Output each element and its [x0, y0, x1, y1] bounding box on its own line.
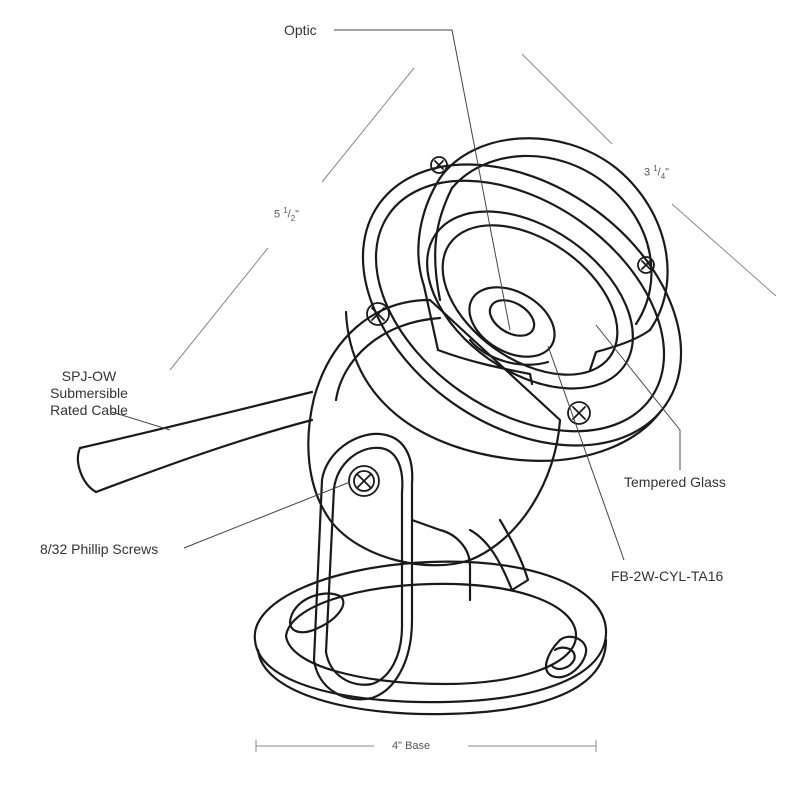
- leader-glass: [595, 324, 681, 470]
- diameter-whole: 3: [644, 166, 651, 179]
- bezel-screw-bottom: [567, 401, 591, 425]
- cable-label-line-3: Rated Cable: [50, 402, 128, 418]
- bracket-screw: [348, 465, 380, 497]
- diameter-dimension-label: 3 1/4": [644, 164, 670, 181]
- mounting-base: [253, 560, 608, 716]
- diameter-den: 4: [660, 171, 666, 181]
- leader-optic: [334, 29, 511, 331]
- cable: [76, 390, 314, 494]
- screws-label: 8/32 Phillip Screws: [40, 541, 159, 557]
- model-number-label: FB-2W-CYL-TA16: [611, 568, 724, 584]
- mounting-bracket: [312, 432, 530, 701]
- left-mount-slot: [288, 592, 345, 634]
- optic-lens: [468, 286, 556, 366]
- diameter-num: 1: [653, 164, 658, 173]
- bezel-screw-left: [366, 302, 390, 326]
- dim-diameter-line-a: [521, 53, 613, 145]
- fixture-body: [307, 298, 562, 567]
- bezel-screw-top: [430, 156, 448, 174]
- height-whole: 5: [274, 208, 281, 221]
- base-dimension-label: 4" Base: [392, 740, 431, 752]
- leader-cable: [111, 411, 171, 431]
- cable-label-line-1: SPJ-OW: [61, 368, 117, 384]
- leader-model: [547, 345, 625, 561]
- tempered-glass-label: Tempered Glass: [624, 474, 726, 490]
- diameter-unit: ": [665, 166, 670, 179]
- fixture-head: [344, 163, 683, 462]
- height-dimension-label: 5 1/2": [274, 206, 300, 223]
- height-num: 1: [283, 206, 288, 215]
- leader-screws: [183, 481, 351, 549]
- dimension-lines: [169, 53, 777, 752]
- bezel-screw-right: [637, 256, 655, 274]
- leader-lines: [111, 29, 681, 561]
- height-den: 2: [290, 213, 296, 223]
- right-mount-slot: [544, 635, 588, 679]
- dim-height-line-a: [321, 67, 415, 183]
- cable-label-line-2: Submersible: [50, 385, 128, 401]
- cable-label: SPJ-OW Submersible Rated Cable: [34, 368, 144, 419]
- dim-diameter-line-b: [671, 203, 777, 297]
- optic-label: Optic: [284, 22, 317, 38]
- height-unit: ": [295, 208, 300, 221]
- dim-height-line-b: [169, 247, 269, 371]
- cylinder-shield: [417, 137, 669, 386]
